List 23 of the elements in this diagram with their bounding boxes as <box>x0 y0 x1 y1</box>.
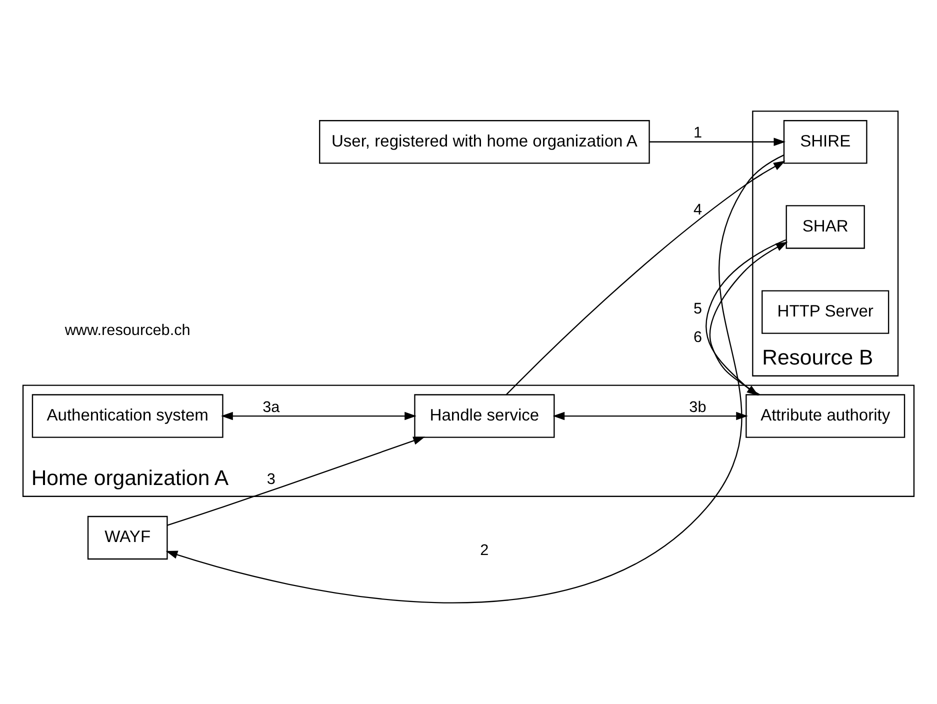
arrow <box>166 154 784 603</box>
node-box: WAYF <box>87 515 168 560</box>
label: www.resourceb.ch <box>64 321 190 338</box>
node-box: User, registered with home organization A <box>319 120 650 164</box>
node-box: Handle service <box>414 394 555 438</box>
arrow <box>552 411 748 420</box>
edge-label: 5 <box>693 300 702 318</box>
arrow <box>221 411 416 420</box>
edge-label: 4 <box>693 200 702 218</box>
node-box: SHAR <box>786 204 865 248</box>
edge-label: 6 <box>693 328 702 346</box>
edge-label: 1 <box>693 124 702 142</box>
node-box: HTTP Server <box>762 290 890 334</box>
edge-label: 3b <box>689 398 706 416</box>
node-box: SHIRE <box>783 120 868 164</box>
edge-label: 2 <box>480 541 489 558</box>
edge-label: 3a <box>262 398 280 416</box>
arrow <box>506 160 786 395</box>
node-box: Authentication system <box>32 394 224 438</box>
arrow <box>649 137 786 146</box>
edge-label: 3 <box>266 470 276 488</box>
arrow <box>167 436 426 526</box>
node-box: Attribute authority <box>746 394 906 438</box>
